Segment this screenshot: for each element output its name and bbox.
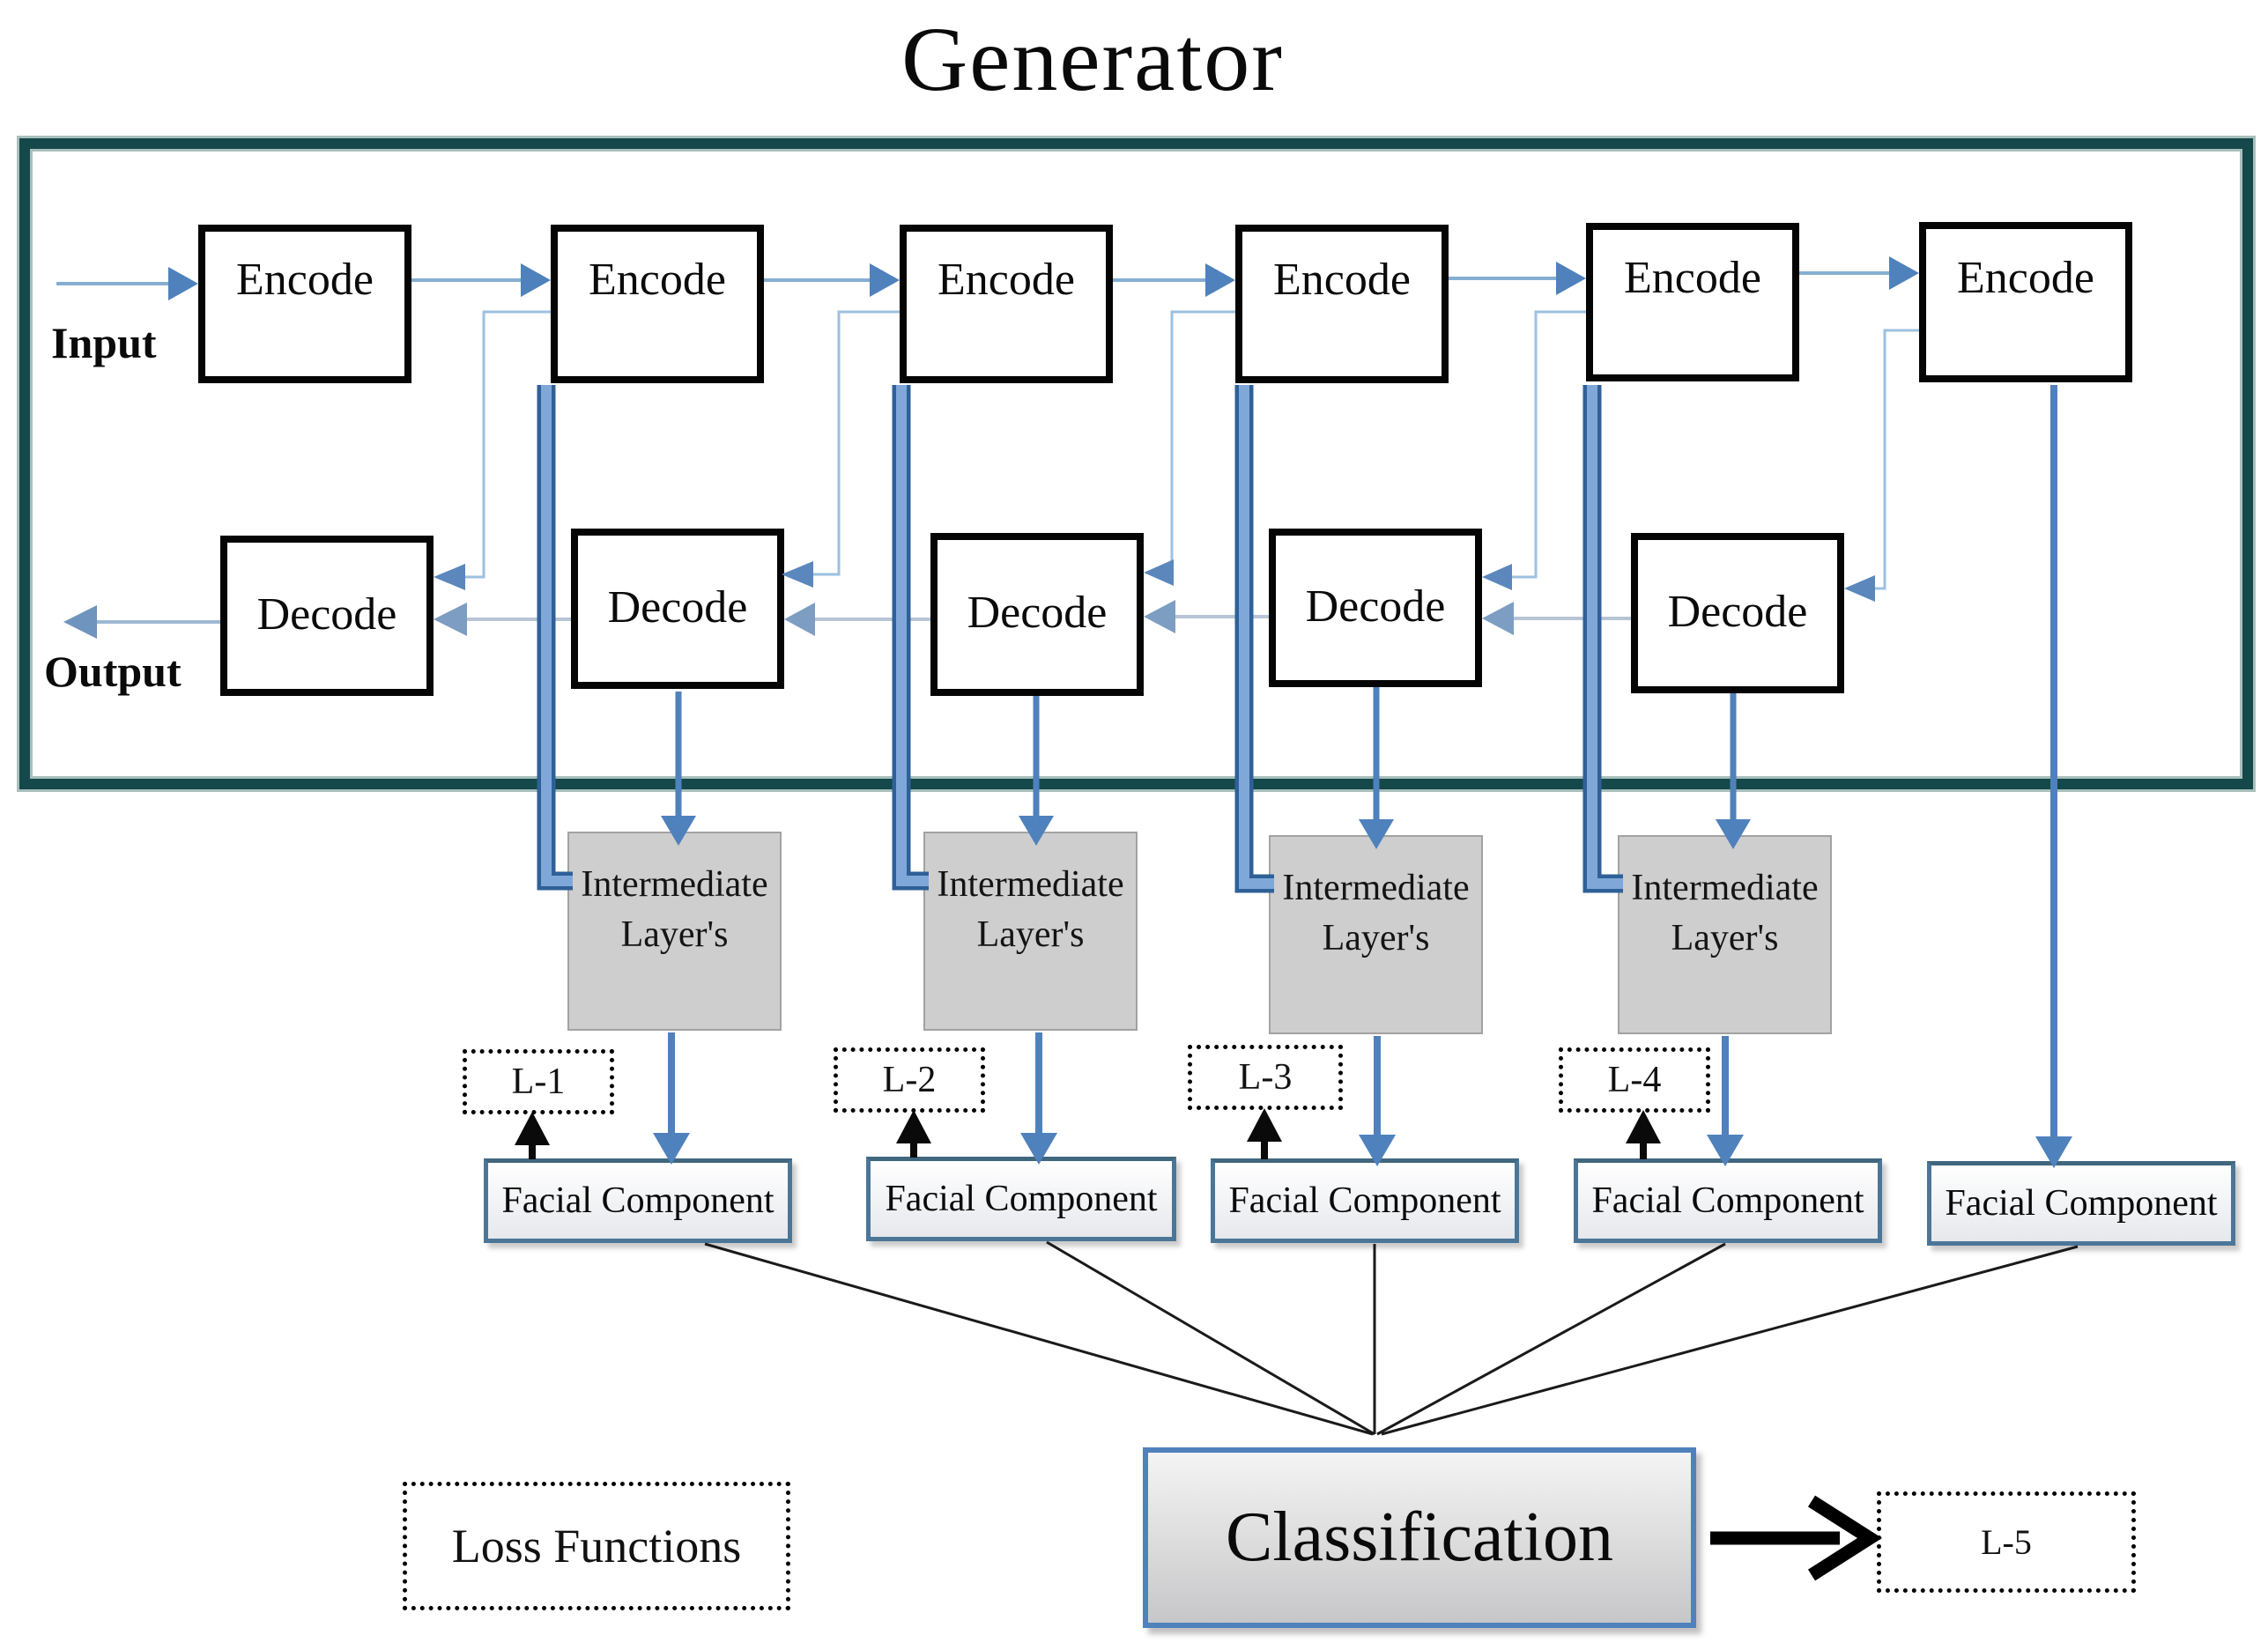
page-title: Generator xyxy=(901,9,1284,110)
encode-box-4: Encode xyxy=(1235,225,1449,383)
decode-box-2: Decode xyxy=(571,529,784,689)
loss-box-l1: L-1 xyxy=(463,1049,614,1114)
facial-component-box-3: Facial Component xyxy=(1211,1158,1519,1243)
fan-lines-to-classification xyxy=(704,1240,2079,1436)
facial-component-box-4: Facial Component xyxy=(1574,1158,1882,1243)
loss-box-l2: L-2 xyxy=(834,1047,985,1113)
classification-box: Classification xyxy=(1143,1447,1696,1628)
generator-frame xyxy=(17,136,2256,792)
intermediate-layers-box-4: Intermediate Layer's xyxy=(1618,835,1832,1034)
input-label: Input xyxy=(51,318,157,367)
classification-to-l5-arrow xyxy=(1710,1495,1882,1581)
intermediate-layers-box-2: Intermediate Layer's xyxy=(923,832,1138,1031)
intermediate-layers-box-1: Intermediate Layer's xyxy=(567,832,782,1031)
encode-box-2: Encode xyxy=(551,225,764,383)
decode-box-4: Decode xyxy=(1269,529,1482,687)
encode-box-5: Encode xyxy=(1586,223,1799,381)
facial-component-box-2: Facial Component xyxy=(866,1157,1176,1241)
loss-box-l5: L-5 xyxy=(1877,1491,2136,1593)
encode-box-6: Encode xyxy=(1919,222,2132,382)
decode-box-5: Decode xyxy=(1631,533,1844,693)
facial-component-box-1: Facial Component xyxy=(484,1158,792,1243)
output-label: Output xyxy=(44,647,182,696)
intermediate-layers-box-3: Intermediate Layer's xyxy=(1269,835,1483,1034)
encode-box-1: Encode xyxy=(198,225,411,383)
loss-box-l3: L-3 xyxy=(1188,1045,1343,1110)
loss-box-l4: L-4 xyxy=(1559,1047,1710,1113)
facial-to-loss-arrowheads xyxy=(515,1108,1661,1145)
decode-to-intermediate-arrowheads xyxy=(661,816,1751,849)
facial-component-box-5: Facial Component xyxy=(1927,1161,2235,1246)
loss-functions-box: Loss Functions xyxy=(403,1482,790,1610)
encode-box-3: Encode xyxy=(900,225,1113,383)
decode-box-3: Decode xyxy=(930,533,1144,696)
decode-box-1: Decode xyxy=(220,536,434,696)
